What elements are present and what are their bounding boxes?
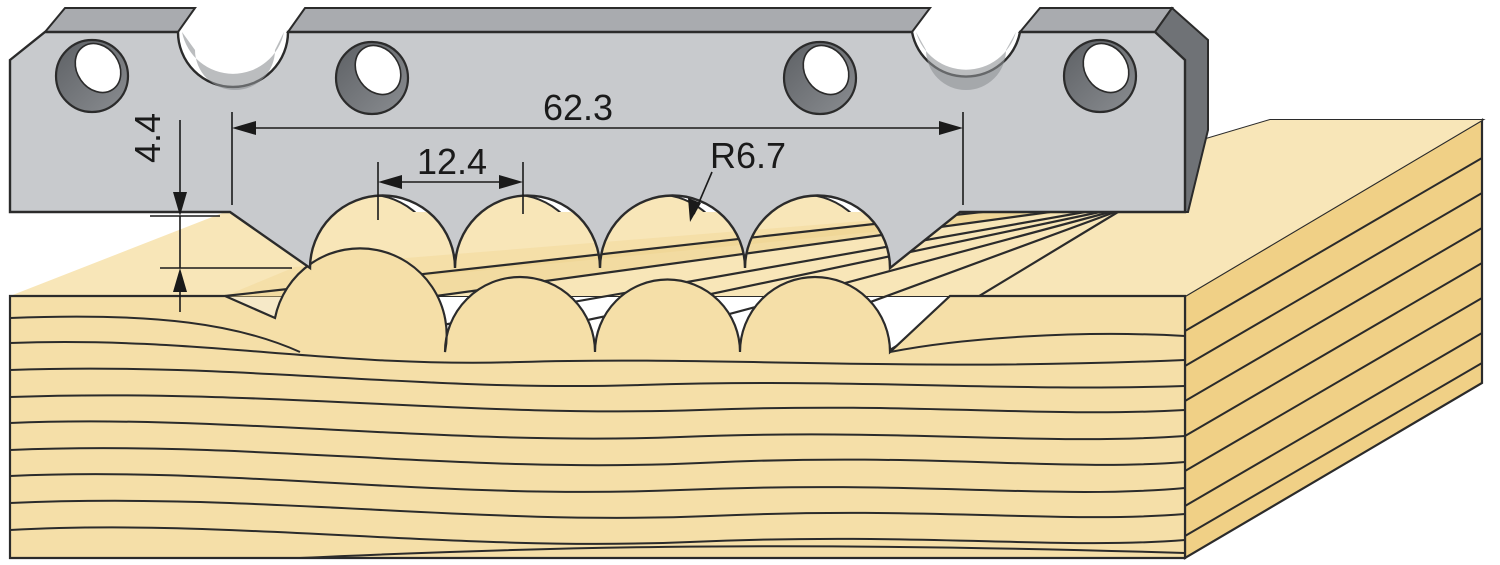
dimension-pitch: 12.4 — [377, 141, 524, 220]
hole-3 — [782, 40, 858, 116]
wood-front-grain — [9, 315, 1186, 559]
depth-label: 4.4 — [127, 113, 168, 163]
overall-width-label: 62.3 — [543, 87, 613, 128]
hole-4 — [1062, 38, 1138, 114]
dimension-overall-width: 62.3 — [231, 87, 964, 205]
hole-2 — [334, 40, 410, 116]
knife-top-bevel-left — [42, 7, 197, 33]
knife-holes — [54, 38, 1138, 116]
hole-1 — [54, 38, 130, 114]
dimension-radius: R6.7 — [688, 135, 786, 222]
wood-side-layers — [1184, 157, 1483, 537]
pitch-label: 12.4 — [417, 141, 487, 182]
knife-top-bevel-right — [1017, 7, 1174, 33]
profile-knife — [8, 6, 1209, 271]
wood-block — [8, 118, 1486, 560]
radius-label: R6.7 — [710, 135, 786, 176]
knife-top-bevel-mid — [286, 7, 932, 33]
knife-face — [8, 30, 1187, 271]
dimension-depth: 4.4 — [127, 113, 292, 312]
